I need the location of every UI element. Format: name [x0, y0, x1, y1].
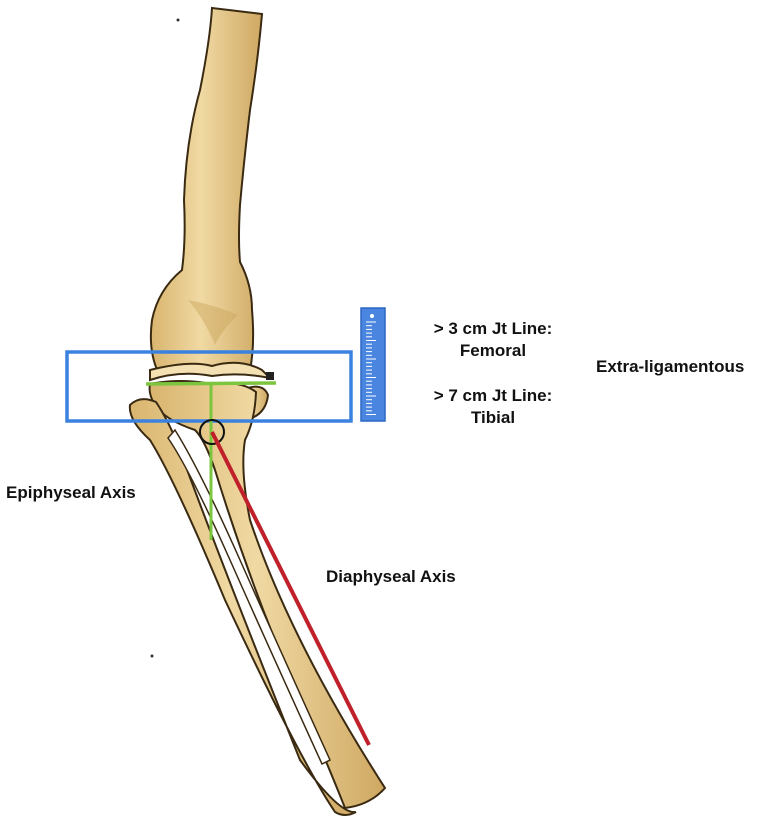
- ruler-icon: [360, 307, 386, 422]
- speck: [176, 18, 180, 22]
- joint-marker: [266, 372, 274, 380]
- femur-shading: [188, 300, 238, 345]
- femoral-condyles: [149, 361, 274, 382]
- speck: [150, 654, 154, 658]
- epiphyseal-axis-label: Epiphyseal Axis: [6, 483, 136, 502]
- interosseous-gap: [167, 428, 331, 766]
- tibial-line-1: > 7 cm Jt Line:: [433, 386, 553, 405]
- femoral-threshold-label: > 3 cm Jt Line: Femoral: [408, 318, 578, 362]
- femoral-line-1: > 3 cm Jt Line:: [433, 319, 553, 338]
- epiphyseal-axis-horizontal: [145, 381, 277, 386]
- tibial-line-2: Tibial: [470, 408, 516, 427]
- femoral-line-2: Femoral: [459, 341, 527, 360]
- diaphyseal-axis-label: Diaphyseal Axis: [326, 567, 456, 586]
- axis-intersection-circle: [199, 419, 225, 445]
- extra-ligamentous-label: Extra-ligamentous: [596, 357, 745, 376]
- tibia: [148, 380, 387, 810]
- tibial-threshold-label: > 7 cm Jt Line: Tibial: [408, 385, 578, 429]
- diaphyseal-axis-line: [210, 431, 371, 746]
